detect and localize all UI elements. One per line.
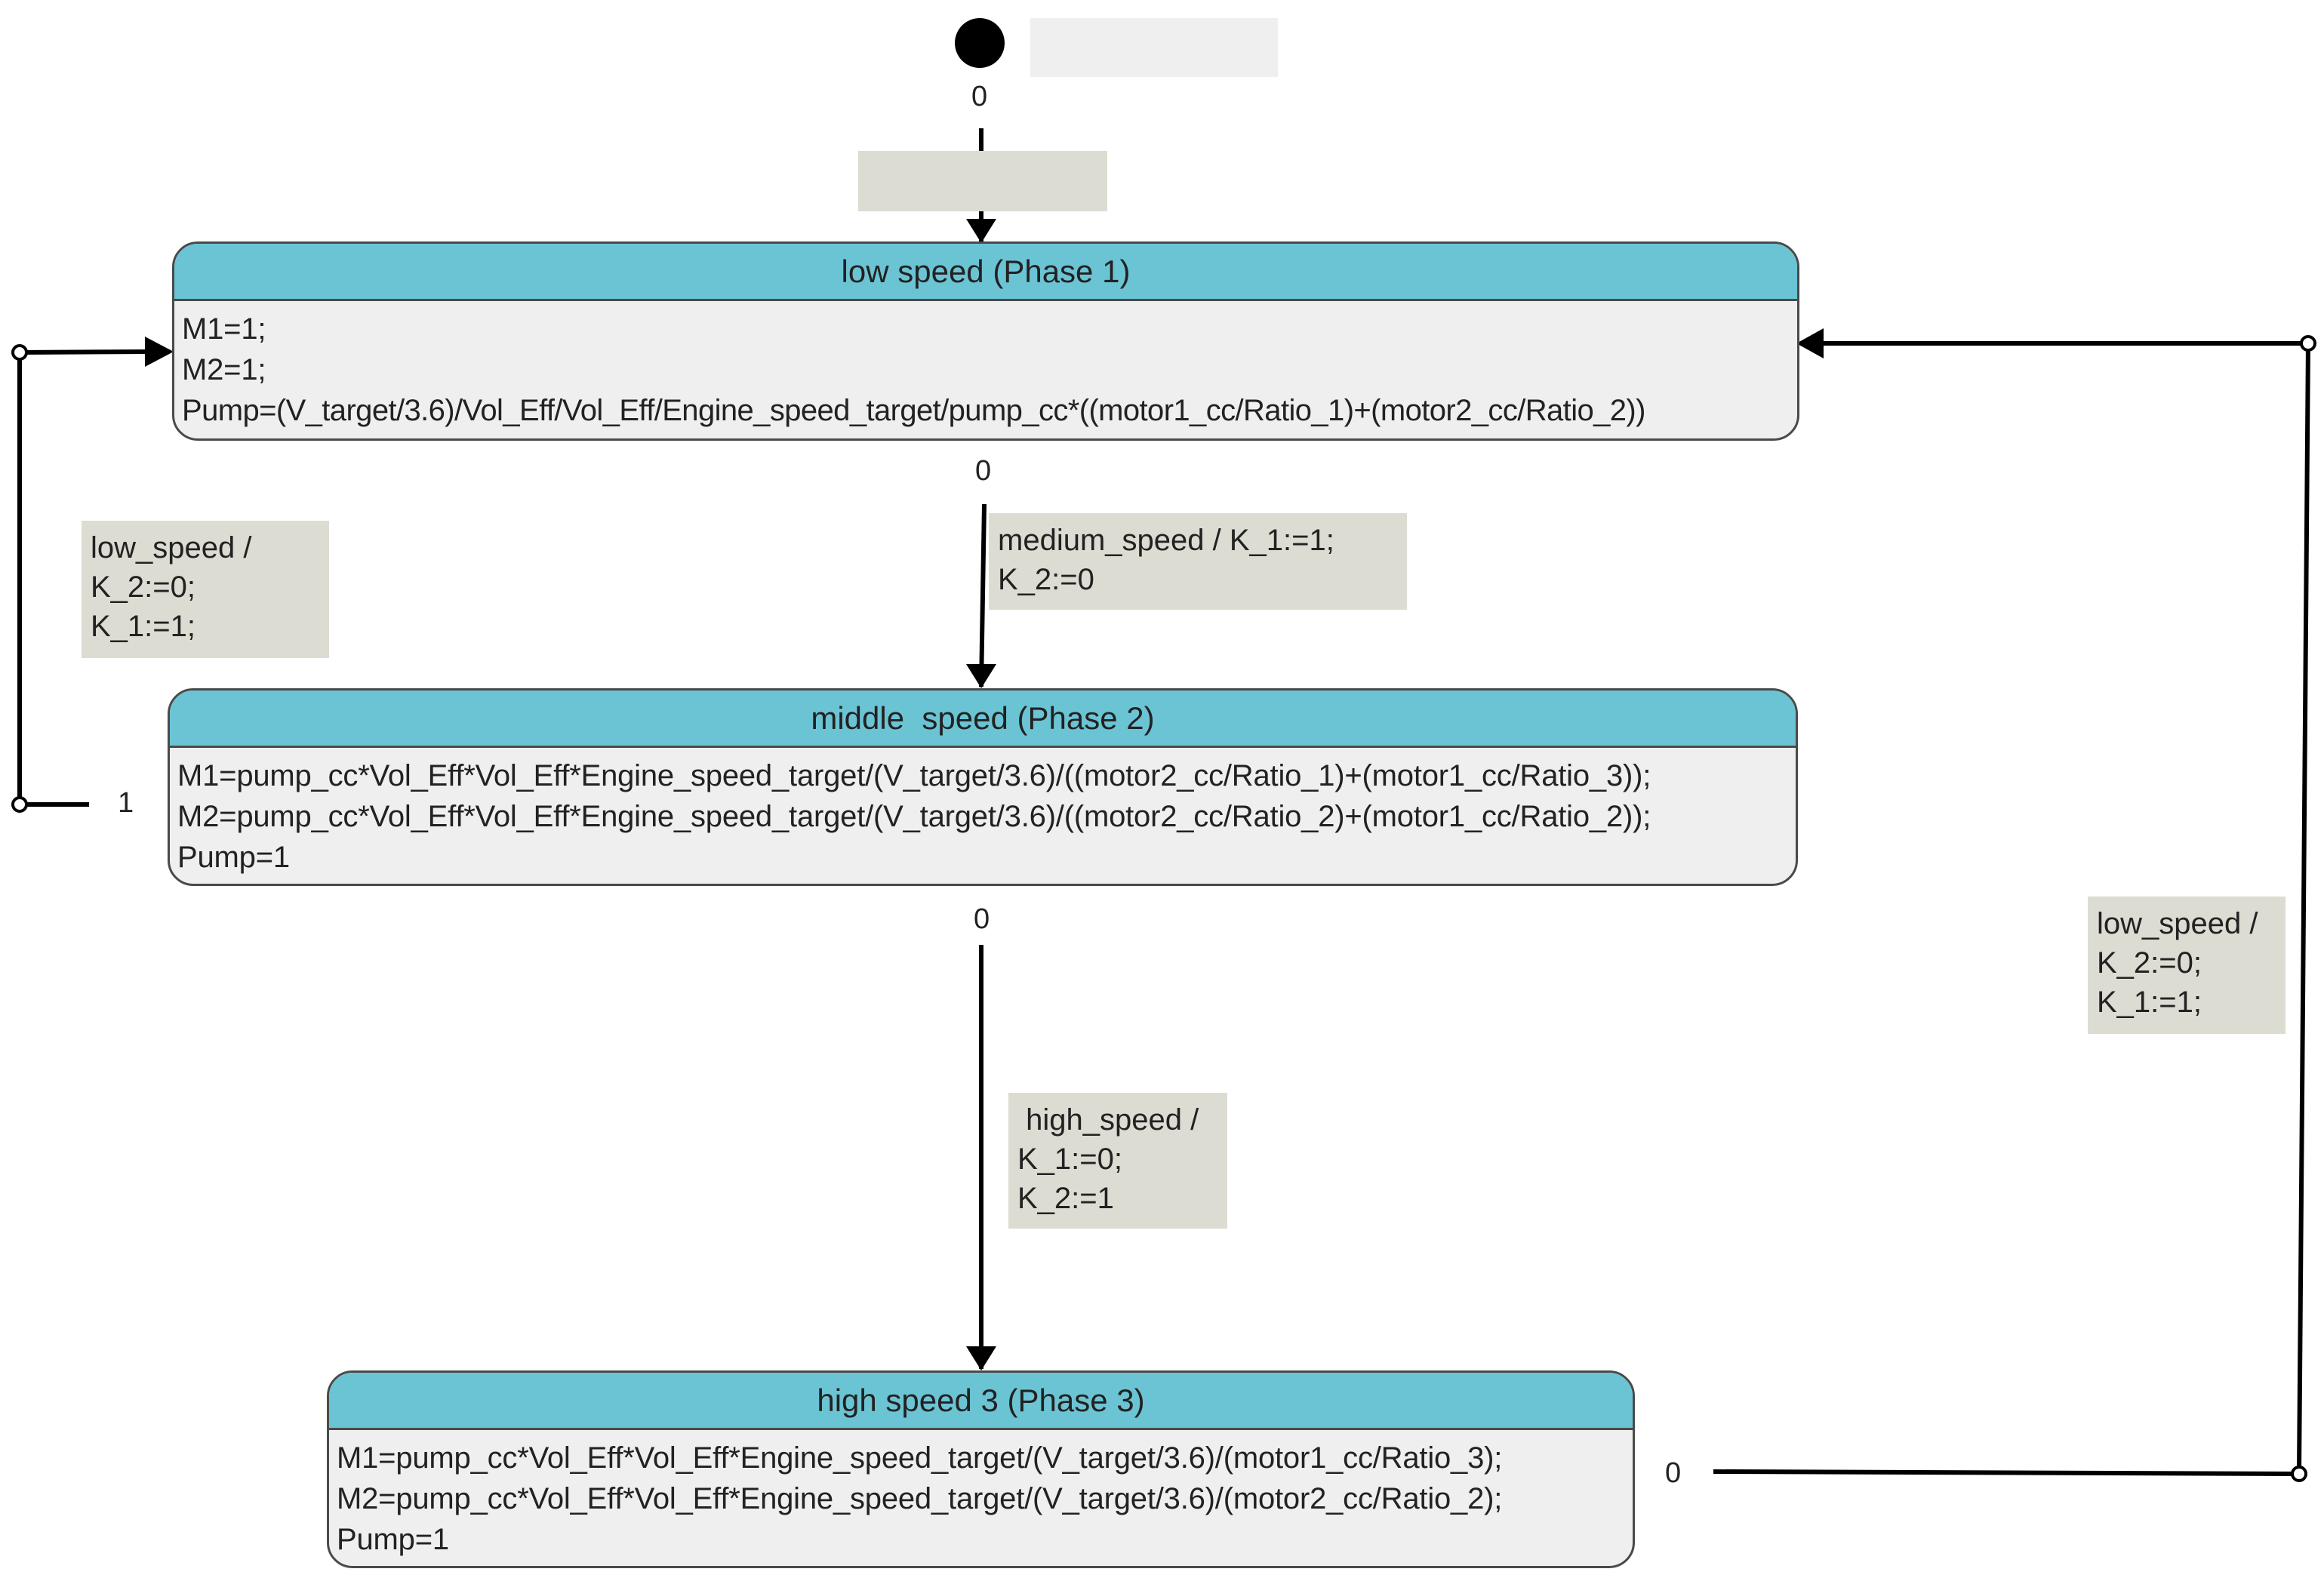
action-line: M1=pump_cc*Vol_Eff*Vol_Eff*Engine_speed_… bbox=[337, 1441, 1503, 1475]
low-to-middle-line[interactable] bbox=[979, 503, 987, 687]
high-to-low-line[interactable] bbox=[1713, 341, 2311, 1477]
state-middle-speed[interactable]: middle speed (Phase 2) M1=pump_cc*Vol_Ef… bbox=[168, 688, 1798, 886]
action-line: Pump=(V_target/3.6)/Vol_Eff/Vol_Eff/Engi… bbox=[182, 394, 1645, 427]
initial-priority: 0 bbox=[971, 81, 988, 112]
middle-to-low-junction-bottom bbox=[11, 796, 28, 813]
state-actions: M1=1; M2=1; Pump=(V_target/3.6)/Vol_Eff/Vo… bbox=[174, 301, 1797, 431]
middle-to-high-priority: 0 bbox=[974, 903, 990, 935]
state-actions: M1=pump_cc*Vol_Eff*Vol_Eff*Engine_speed_… bbox=[170, 748, 1796, 878]
state-title: low speed (Phase 1) bbox=[174, 244, 1797, 301]
middle-to-low-label[interactable]: low_speed / K_2:=0; K_1:=1; bbox=[82, 521, 329, 658]
state-actions: M1=pump_cc*Vol_Eff*Vol_Eff*Engine_speed_… bbox=[329, 1430, 1633, 1560]
state-title: middle speed (Phase 2) bbox=[170, 691, 1796, 748]
middle-to-low-priority: 1 bbox=[118, 787, 134, 819]
middle-to-high-arrowhead bbox=[966, 1346, 996, 1370]
high-to-low-junction-bottom bbox=[2291, 1466, 2307, 1482]
action-line: Pump=1 bbox=[177, 841, 290, 874]
high-to-low-junction-top bbox=[2300, 335, 2316, 352]
action-line: M2=pump_cc*Vol_Eff*Vol_Eff*Engine_speed_… bbox=[177, 800, 1651, 833]
high-to-low-label[interactable]: low_speed / K_2:=0; K_1:=1; bbox=[2088, 897, 2286, 1034]
middle-to-low-arrowhead bbox=[145, 337, 174, 367]
initial-transition-arrowhead bbox=[966, 219, 996, 243]
action-line: M2=1; bbox=[182, 353, 266, 386]
initial-transition-label-placeholder bbox=[858, 151, 1107, 211]
action-line: M1=1; bbox=[182, 312, 266, 346]
high-to-low-arrowhead bbox=[1796, 328, 1824, 358]
action-line: M2=pump_cc*Vol_Eff*Vol_Eff*Engine_speed_… bbox=[337, 1482, 1503, 1515]
low-to-middle-label[interactable]: medium_speed / K_1:=1; K_2:=0 bbox=[989, 513, 1407, 610]
initial-state-dot[interactable] bbox=[955, 18, 1005, 68]
middle-to-high-label[interactable]: high_speed / K_1:=0; K_2:=1 bbox=[1008, 1093, 1227, 1229]
state-title: high speed 3 (Phase 3) bbox=[329, 1373, 1633, 1430]
state-high-speed[interactable]: high speed 3 (Phase 3) M1=pump_cc*Vol_Ef… bbox=[327, 1370, 1635, 1568]
middle-to-low-line[interactable] bbox=[17, 349, 152, 807]
low-to-middle-priority: 0 bbox=[975, 455, 992, 487]
high-to-low-priority: 0 bbox=[1665, 1457, 1682, 1489]
action-line: Pump=1 bbox=[337, 1523, 449, 1556]
middle-to-low-junction-top bbox=[11, 344, 28, 361]
initial-label-placeholder bbox=[1030, 18, 1278, 77]
state-low-speed[interactable]: low speed (Phase 1) M1=1; M2=1; Pump=(V_ta… bbox=[172, 241, 1799, 441]
low-to-middle-arrowhead bbox=[966, 664, 996, 688]
action-line: M1=pump_cc*Vol_Eff*Vol_Eff*Engine_speed_… bbox=[177, 759, 1651, 792]
